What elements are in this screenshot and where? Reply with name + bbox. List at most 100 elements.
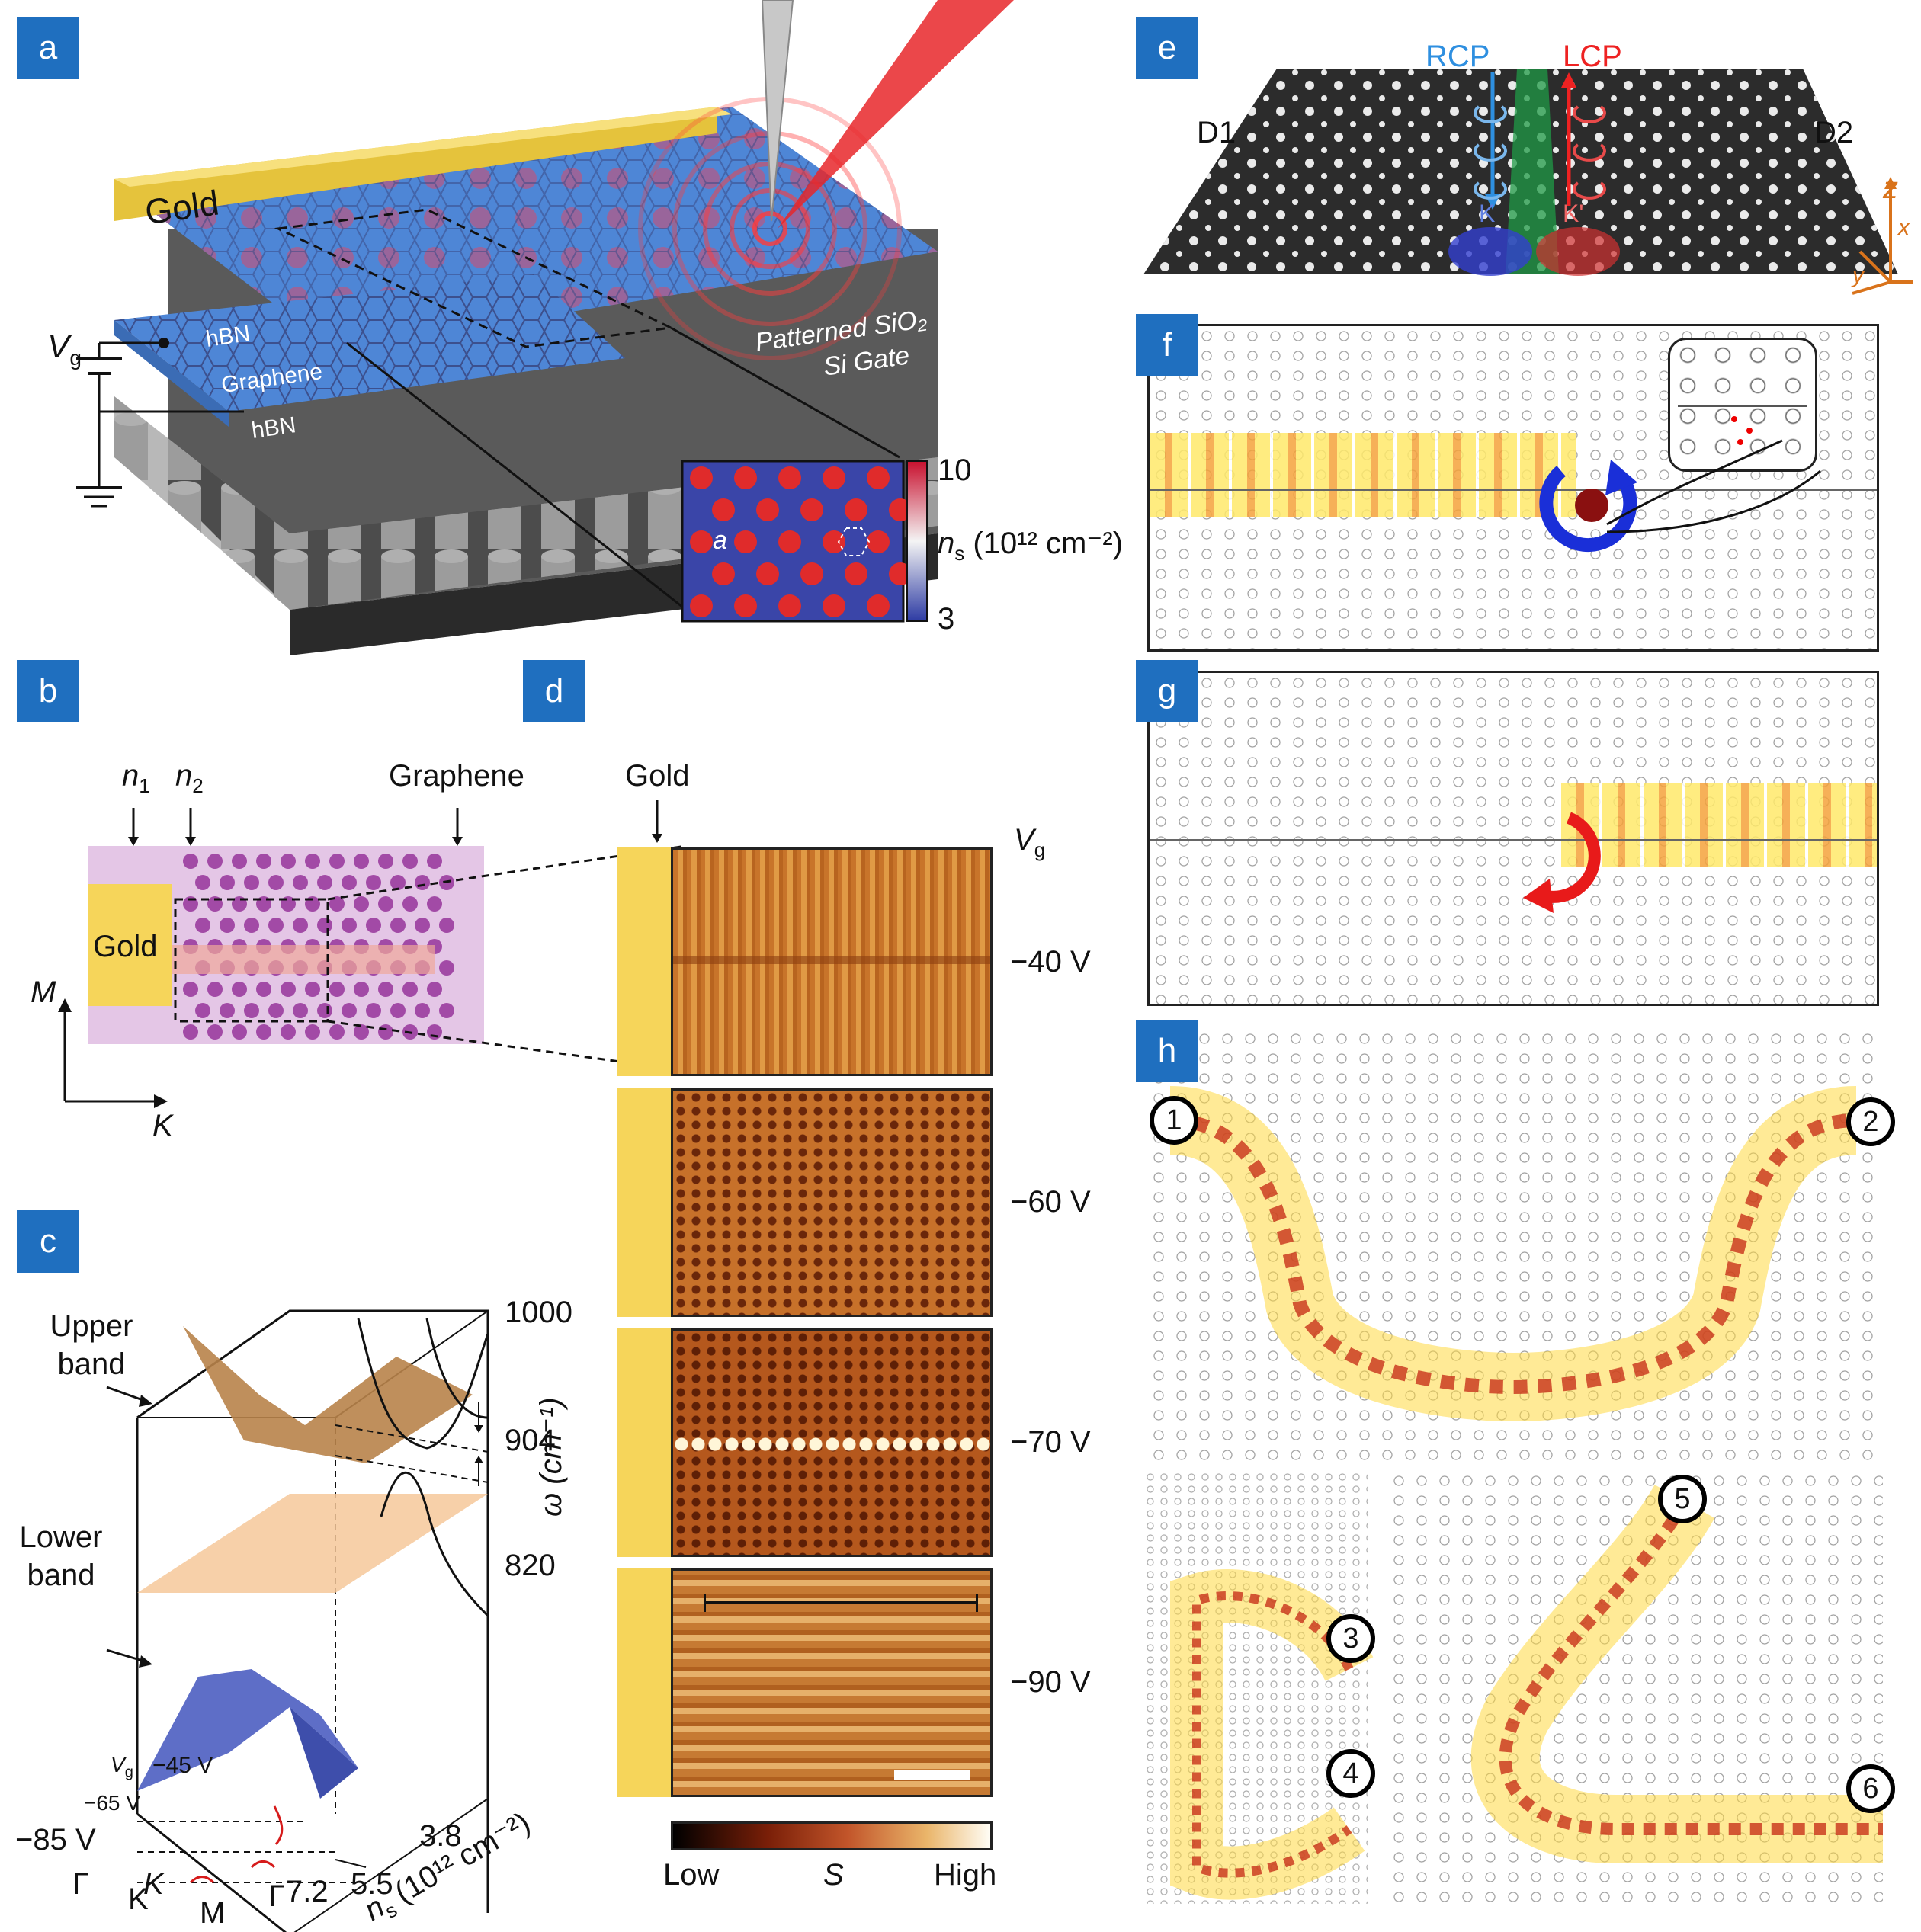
pattern-dot [390, 875, 406, 890]
port-4: 4 [1326, 1749, 1375, 1798]
lattice-site [867, 530, 890, 553]
omega-904: 904 [505, 1424, 556, 1457]
lattice-site [690, 466, 713, 489]
lattice-site [690, 594, 713, 617]
lattice-site [800, 562, 823, 585]
voltage-label-4: −90 V [1010, 1665, 1091, 1699]
colorbar-min: 3 [938, 602, 955, 636]
vg-label-c: Vg [111, 1753, 133, 1781]
pattern-dot [293, 918, 308, 933]
gold-label-d: Gold [625, 759, 690, 793]
sinf-image-70v [671, 1328, 993, 1557]
panel-d-nano-ir-images: Gold Vg −40 V −60 V −70 V −90 V Low S Hi… [518, 724, 1128, 1904]
gold-label-b: Gold [93, 930, 158, 963]
pattern-dot [317, 918, 332, 933]
pattern-dot [220, 918, 235, 933]
lower-band-label: Lower band [19, 1520, 103, 1592]
k-m: M [200, 1896, 226, 1930]
omega-820: 820 [505, 1549, 556, 1582]
lattice-site [712, 498, 735, 521]
panel-h-bottom-right-map [1387, 1471, 1883, 1904]
device-3d-illustration [76, 0, 1014, 655]
pattern-dot [256, 854, 271, 869]
colorbar-ns [906, 460, 928, 622]
valley-k-prime-label: K' [1563, 200, 1584, 227]
pattern-dot [317, 875, 332, 890]
lattice-site [823, 530, 845, 553]
colorbar-s [671, 1821, 993, 1850]
domain-wall-3d [1143, 69, 1913, 295]
gold-strip-4 [617, 1568, 672, 1797]
panel-label-c: c [17, 1210, 79, 1273]
scale-bar [894, 1770, 970, 1780]
axis-m-label: M [30, 976, 56, 1009]
pattern-dot [293, 1003, 308, 1018]
lattice-site [734, 594, 757, 617]
lattice-site [712, 562, 735, 585]
pattern-dot [378, 854, 393, 869]
v85-label: −85 V [15, 1823, 96, 1857]
panel-label-g: g [1136, 660, 1198, 722]
pattern-dot [220, 875, 235, 890]
n2-label: n2 [175, 759, 204, 797]
pattern-dot [415, 875, 430, 890]
ns-55: 5.5 [351, 1867, 393, 1901]
pattern-dot [402, 982, 418, 997]
port-6: 6 [1846, 1764, 1895, 1813]
panel-b-top-view: n1 n2 Graphene Gold M K [0, 724, 687, 1151]
colorbar-s-label: S [823, 1858, 844, 1892]
pattern-dot [329, 854, 345, 869]
pattern-dot [378, 982, 393, 997]
pattern-dot [427, 896, 442, 912]
lattice-site [756, 498, 779, 521]
pattern-dot [427, 982, 442, 997]
lattice-site [756, 562, 779, 585]
lattice-site [823, 466, 845, 489]
pattern-dot [195, 918, 210, 933]
graphene-label-b: Graphene [389, 759, 524, 793]
lattice-site [845, 562, 867, 585]
panel-label-a: a [17, 17, 79, 79]
port-3: 3 [1326, 1614, 1375, 1663]
pattern-dot [268, 875, 284, 890]
pattern-dot [305, 854, 320, 869]
inset-lattice-zoom [1668, 338, 1817, 472]
pattern-dot [378, 896, 393, 912]
lcp-label: LCP [1563, 40, 1622, 73]
panel-g-field-map [1147, 671, 1879, 1006]
pattern-dot [293, 875, 308, 890]
pattern-dot [305, 1024, 320, 1040]
pattern-dot [232, 1024, 247, 1040]
panel-h-bottom-left-map [1143, 1471, 1374, 1904]
sinf-image-40v [671, 847, 993, 1076]
pattern-dot [256, 1024, 271, 1040]
lattice-site [889, 498, 912, 521]
voltage-label-2: −60 V [1010, 1185, 1091, 1219]
voltage-label-3: −70 V [1010, 1425, 1091, 1459]
pattern-dot [256, 982, 271, 997]
pattern-dot [378, 1024, 393, 1040]
pattern-dot [390, 1003, 406, 1018]
pattern-dot [342, 1003, 357, 1018]
lattice-top-view [58, 808, 687, 1108]
pattern-dot [195, 875, 210, 890]
colorbar-high: High [934, 1858, 997, 1892]
pattern-dot [183, 1024, 198, 1040]
lattice-site [734, 530, 757, 553]
port-1: 1 [1150, 1096, 1198, 1145]
pattern-dot [244, 1003, 259, 1018]
pattern-dot [281, 982, 296, 997]
k-gamma-1: Γ [72, 1867, 90, 1901]
pattern-dot [427, 1024, 442, 1040]
axis-y-label: y [1852, 263, 1864, 288]
pattern-dot [207, 1024, 223, 1040]
n1-label: n1 [122, 759, 150, 797]
lattice-site [690, 530, 713, 553]
panel-label-b: b [17, 660, 79, 722]
axis-x-label: x [1898, 215, 1910, 240]
lattice-site [867, 594, 890, 617]
pattern-dot [183, 854, 198, 869]
afm-tip-icon [761, 0, 794, 222]
lattice-site [734, 466, 757, 489]
v65-label: −65 V [84, 1791, 140, 1815]
